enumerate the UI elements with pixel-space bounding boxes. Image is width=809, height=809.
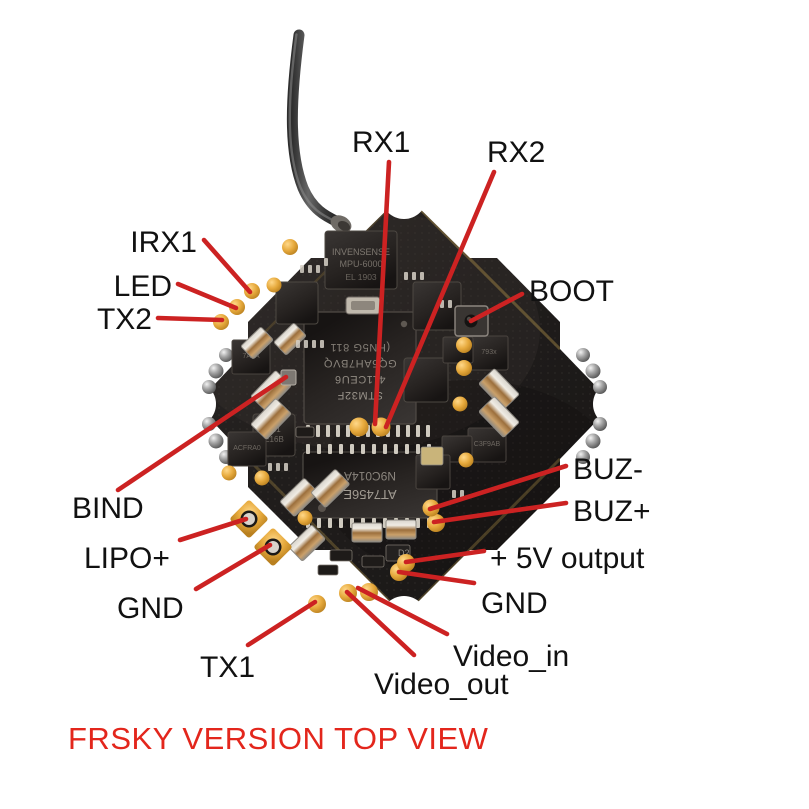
label-buz_minus: BUZ-	[573, 453, 643, 486]
qfn-chip-left	[275, 281, 319, 325]
unlabeled-pad	[221, 465, 237, 481]
gnd-left-pad[interactable]	[253, 527, 293, 567]
label-gnd_right: GND	[481, 587, 548, 620]
osd-chip-at7456e: AT7456E N9C014A	[302, 451, 438, 519]
leader-line-gnd_left	[193, 542, 273, 592]
diode-silk-d2: D2	[398, 548, 410, 558]
leader-line-buz_minus	[427, 463, 569, 512]
label-boot: BOOT	[529, 275, 615, 308]
svg-text:793x: 793x	[481, 349, 497, 356]
rx1-pad[interactable]	[349, 417, 369, 437]
leader-line-video_out	[344, 589, 417, 658]
leader-line-gnd_right	[396, 569, 477, 586]
svg-text:(HN5G 811: (HN5G 811	[330, 341, 390, 353]
unlabeled-pad	[458, 452, 474, 468]
unlabeled-pad	[452, 396, 468, 412]
figure-caption: FRSKY VERSION TOP VIEW	[68, 721, 489, 756]
lipo-plus-pad[interactable]	[229, 499, 269, 539]
leader-line-led	[175, 281, 239, 311]
leader-line-rx2	[383, 169, 497, 430]
label-tx1: TX1	[200, 651, 256, 684]
label-bind: BIND	[72, 492, 144, 525]
label-rx2: RX2	[487, 136, 546, 169]
unlabeled-pad	[266, 277, 282, 293]
motor-solder-pads	[202, 348, 607, 464]
svg-text:ACFRA0: ACFRA0	[233, 445, 261, 452]
svg-text:STM32F: STM32F	[337, 389, 383, 401]
svg-text:E16B: E16B	[264, 435, 284, 444]
leader-line-video_in	[355, 585, 450, 637]
leader-line-irx1	[201, 237, 253, 295]
leader-lines	[115, 159, 569, 658]
svg-text:N9C014A: N9C014A	[344, 469, 396, 483]
bind-pad[interactable]	[280, 369, 297, 386]
unlabeled-pad	[282, 239, 298, 255]
rf-module-chip: INVENSENSE MPU-6000 EL 1903	[324, 230, 398, 290]
mcu-stm32: STM32F 411CEU6 GQ5AH7BVQ (HN5G 811	[303, 311, 417, 425]
svg-text:C3F9AB: C3F9AB	[474, 441, 501, 448]
unlabeled-pad	[456, 360, 472, 376]
unlabeled-pad	[254, 470, 270, 486]
svg-text:411CEU6: 411CEU6	[334, 373, 385, 385]
label-irx1: IRX1	[130, 226, 197, 259]
leader-line-plus_5v	[403, 548, 487, 565]
label-video_in: Video_in	[453, 640, 570, 673]
unlabeled-pad	[456, 337, 472, 353]
label-lipo_plus: LIPO+	[84, 542, 170, 575]
leader-line-tx1	[245, 599, 318, 648]
crystal	[345, 296, 381, 315]
smd-capacitors	[241, 323, 520, 561]
unlabeled-pad	[297, 510, 313, 526]
leader-line-tx2	[155, 315, 225, 323]
leader-line-buz_plus	[431, 500, 569, 525]
label-rx1: RX1	[352, 126, 411, 159]
leader-line-rx1	[372, 159, 392, 427]
tx1-pad[interactable]	[308, 595, 326, 613]
small-smd-pads	[268, 258, 464, 498]
svg-text:INVENSENSE: INVENSENSE	[332, 247, 390, 257]
leader-line-lipo_plus	[177, 516, 249, 543]
label-tx2: TX2	[96, 303, 152, 336]
leader-line-bind	[115, 374, 289, 493]
svg-text:EL 1903: EL 1903	[345, 272, 377, 282]
label-video_out: Video_out	[374, 668, 509, 701]
svg-text:AT7456E: AT7456E	[343, 487, 397, 502]
leader-line-boot	[468, 291, 525, 324]
svg-text:MPU-6000: MPU-6000	[339, 259, 382, 269]
label-led: LED	[113, 270, 172, 303]
label-gnd_left: GND	[117, 592, 184, 625]
label-buz_plus: BUZ+	[573, 495, 651, 528]
label-plus_5v: + 5V output	[490, 542, 645, 575]
svg-text:GQ5AH7BVQ: GQ5AH7BVQ	[323, 357, 396, 369]
